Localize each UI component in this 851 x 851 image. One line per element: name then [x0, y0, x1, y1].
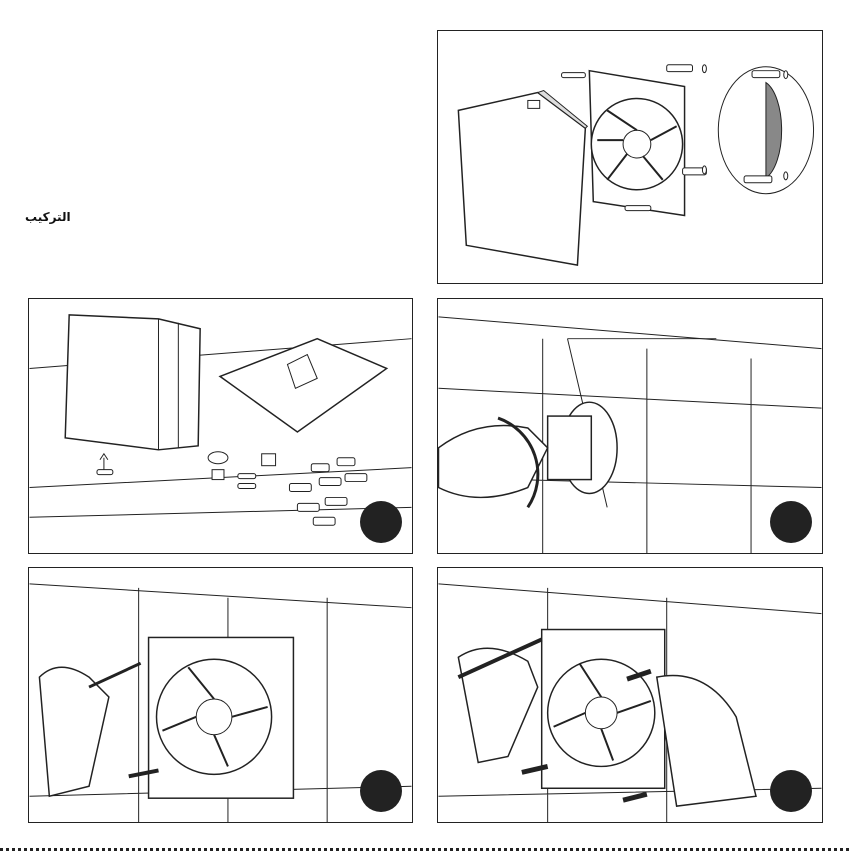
screwing-illustration — [29, 568, 412, 822]
step-badge — [360, 770, 402, 812]
step-3-panel — [28, 567, 413, 823]
step-1-panel — [28, 298, 413, 554]
step-4-panel — [437, 567, 823, 823]
hole-saw — [548, 416, 592, 480]
exploded-view-illustration — [438, 31, 822, 283]
drilling-illustration — [438, 299, 822, 553]
fan-unit — [65, 315, 200, 450]
parts-illustration — [29, 299, 412, 553]
step-badge — [770, 501, 812, 543]
screwdriver-icon — [89, 663, 141, 687]
cover-clip — [528, 100, 540, 108]
hand-icon — [657, 675, 756, 806]
front-cover — [458, 93, 585, 266]
hand-icon — [458, 648, 537, 762]
step-badge — [770, 770, 812, 812]
drill-icon — [439, 426, 548, 498]
mounting-template — [220, 339, 387, 432]
exploded-view-panel — [437, 30, 823, 284]
step-2-panel: ∅ — [437, 298, 823, 554]
hand-icon — [39, 667, 108, 796]
mounting-illustration — [438, 568, 822, 822]
step-badge — [360, 501, 402, 543]
section-title: التركيب — [25, 210, 71, 224]
